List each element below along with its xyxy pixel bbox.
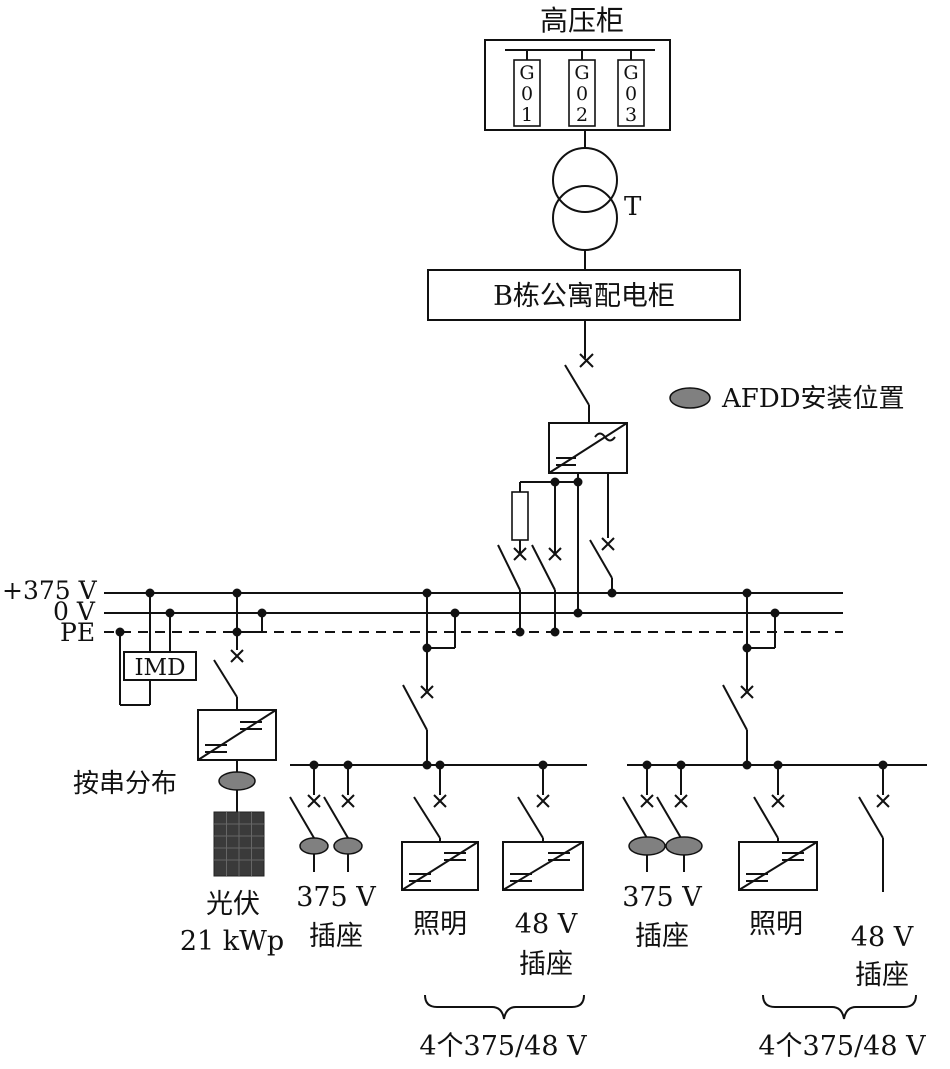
left-socket375-line1: 375 V bbox=[296, 882, 376, 913]
afdd-right-socket-2 bbox=[665, 836, 703, 856]
right-socket375-line1: 375 V bbox=[622, 882, 702, 913]
left-socket48-line2: 插座 bbox=[519, 949, 573, 980]
right-group: 375 V 插座 照明 48 V 插座 4个375/48 V bbox=[622, 588, 927, 1062]
dc-buses: +375 V 0 V PE bbox=[2, 576, 843, 647]
hv-breaker-g03-char-3: 3 bbox=[625, 104, 637, 126]
left-brace-label: 4个375/48 V bbox=[419, 1031, 587, 1062]
left-socket375-line2: 插座 bbox=[309, 921, 363, 952]
transformer: T bbox=[552, 130, 642, 270]
main-breaker bbox=[564, 320, 594, 423]
left-group: 375 V 插座 照明 48 V 插座 4个375/48 V bbox=[289, 588, 587, 1062]
converter-output-branches bbox=[497, 473, 617, 637]
imd: IMD bbox=[115, 588, 197, 706]
hv-breaker-g02: G 0 2 bbox=[568, 50, 596, 127]
right-brace-label: 4个375/48 V bbox=[758, 1031, 926, 1062]
hv-breaker-g01-char-3: 1 bbox=[521, 104, 533, 126]
right-socket375-line2: 插座 bbox=[635, 921, 689, 952]
afdd-left-socket-2 bbox=[333, 837, 363, 855]
hv-breaker-g01: G 0 1 bbox=[513, 50, 541, 127]
afdd-legend-label: AFDD安装位置 bbox=[721, 384, 905, 414]
hv-cabinet: 高压柜 G 0 1 G 0 2 G 0 3 bbox=[484, 4, 671, 131]
bus-positive-label: +375 V bbox=[2, 576, 98, 605]
left-lighting-label: 照明 bbox=[413, 909, 467, 940]
left-brace bbox=[424, 994, 585, 1020]
hv-cabinet-title: 高压柜 bbox=[540, 4, 624, 37]
left-socket48-line1: 48 V bbox=[515, 909, 578, 940]
hv-breaker-g02-char-3: 2 bbox=[576, 104, 588, 126]
right-socket48-line2: 插座 bbox=[855, 960, 909, 991]
afdd-legend: AFDD安装位置 bbox=[669, 384, 905, 414]
transformer-label: T bbox=[624, 192, 642, 222]
bus-pe-label: PE bbox=[60, 618, 95, 647]
solar-panel-icon bbox=[213, 811, 265, 877]
right-socket48-line1: 48 V bbox=[851, 922, 914, 953]
afdd-pv bbox=[218, 771, 256, 791]
hv-breaker-g01-char-2: 0 bbox=[521, 83, 533, 105]
hv-breaker-g01-char-1: G bbox=[519, 62, 534, 84]
pv-branch: 按串分布 光伏 21 kWp bbox=[73, 588, 284, 957]
pv-label-line2: 21 kWp bbox=[180, 926, 284, 957]
afdd-right-socket-1 bbox=[628, 836, 666, 856]
imd-label: IMD bbox=[134, 655, 185, 681]
hv-breaker-g02-char-2: 0 bbox=[576, 83, 588, 105]
right-brace bbox=[762, 994, 917, 1020]
pv-label-line1: 光伏 bbox=[206, 889, 260, 920]
bus-zero-label: 0 V bbox=[53, 597, 96, 626]
pv-series-label: 按串分布 bbox=[73, 769, 177, 799]
right-lighting-label: 照明 bbox=[749, 909, 803, 940]
distribution-cabinet: B栋公寓配电柜 bbox=[427, 269, 741, 321]
afdd-legend-icon bbox=[669, 387, 711, 409]
hv-breaker-g03-char-1: G bbox=[623, 62, 638, 84]
resistor bbox=[511, 491, 529, 541]
hv-breaker-g03: G 0 3 bbox=[617, 50, 645, 127]
ac-dc-converter bbox=[548, 422, 628, 474]
distribution-cabinet-label: B栋公寓配电柜 bbox=[493, 281, 675, 312]
hv-breaker-g03-char-2: 0 bbox=[625, 83, 637, 105]
hv-breaker-g02-char-1: G bbox=[574, 62, 589, 84]
afdd-left-socket-1 bbox=[299, 837, 329, 855]
